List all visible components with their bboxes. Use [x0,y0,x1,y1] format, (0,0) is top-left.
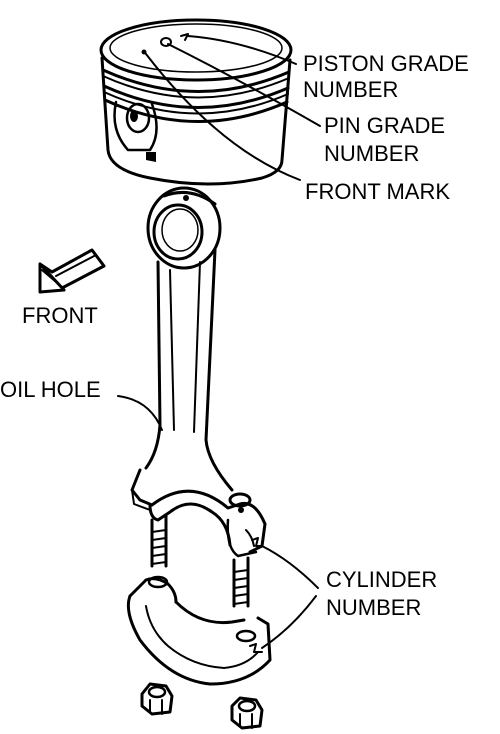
label-front: FRONT [22,303,98,328]
piston [99,18,293,186]
leader-oil-hole [117,395,163,431]
label-front-mark: FRONT MARK [305,179,451,204]
label-piston-grade-1: PISTON GRADE [303,51,469,76]
nuts [140,682,264,730]
leader-piston-grade [187,35,297,65]
connecting-rod [130,186,267,608]
label-oil-hole: OIL HOLE [0,377,101,402]
label-pin-grade-1: PIN GRADE [324,113,446,138]
rod-cap [126,575,272,686]
label-piston-grade-2: NUMBER [303,77,399,102]
front-mark-dot [141,49,147,55]
leader-front-mark [145,53,301,181]
label-cylinder-2: NUMBER [326,595,422,620]
leader-pin-grade [167,43,321,127]
front-arrow-icon [38,248,106,294]
leader-cylinder-rod [261,545,319,589]
label-pin-grade-2: NUMBER [324,141,420,166]
label-cylinder-1: CYLINDER [326,567,438,592]
leader-lines [117,35,321,649]
piston-crown [99,18,293,82]
leader-cylinder-cap [261,595,317,649]
